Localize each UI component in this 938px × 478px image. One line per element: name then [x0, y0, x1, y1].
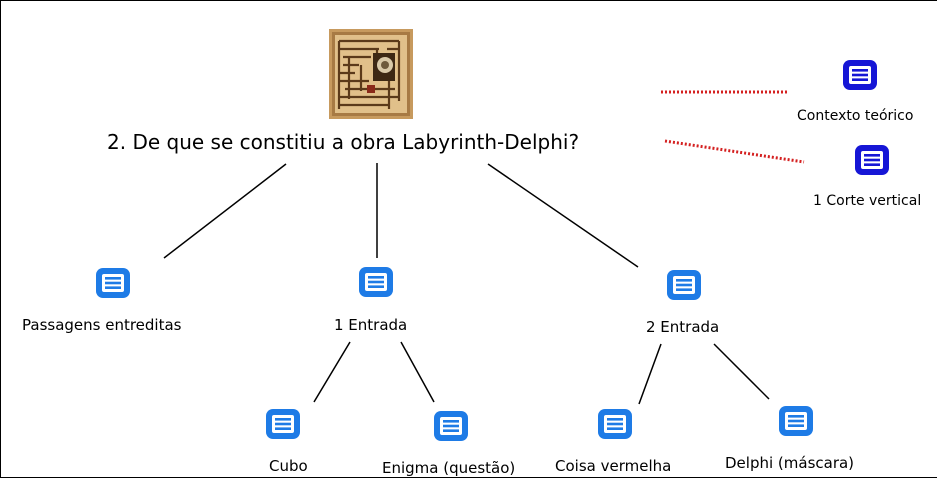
- note-icon[interactable]: [95, 267, 131, 299]
- note-icon[interactable]: [358, 266, 394, 298]
- note-icon[interactable]: [433, 410, 469, 442]
- node-label-coisa[interactable]: Coisa vermelha: [555, 457, 672, 475]
- note-icon[interactable]: [842, 59, 878, 91]
- node-label-corte[interactable]: 1 Corte vertical: [813, 193, 922, 209]
- node-label-contexto[interactable]: Contexto teórico: [797, 108, 914, 124]
- node-label-entrada2[interactable]: 2 Entrada: [646, 318, 720, 336]
- note-icon[interactable]: [666, 269, 702, 301]
- note-icon[interactable]: [597, 408, 633, 440]
- edge-entrada1-enigma: [400, 341, 435, 403]
- node-label-passagens[interactable]: Passagens entreditas: [22, 316, 182, 334]
- edge-root-entrada2: [487, 163, 639, 268]
- edge-entrada2-delphi: [713, 343, 770, 400]
- node-label-enigma[interactable]: Enigma (questão): [382, 459, 516, 477]
- node-label-delphi[interactable]: Delphi (máscara): [725, 454, 855, 472]
- root-topic-title[interactable]: 2. De que se constitiu a obra Labyrinth-…: [107, 130, 580, 154]
- edge-root-passagens: [163, 163, 287, 259]
- note-icon[interactable]: [854, 144, 890, 176]
- edge-entrada2-coisa: [638, 343, 662, 405]
- labyrinth-artwork-image: [329, 29, 413, 119]
- dotted-link-corte[interactable]: [664, 139, 805, 164]
- node-label-entrada1[interactable]: 1 Entrada: [334, 316, 408, 334]
- note-icon[interactable]: [265, 408, 301, 440]
- node-label-cubo[interactable]: Cubo: [269, 457, 308, 475]
- note-icon[interactable]: [778, 405, 814, 437]
- edge-entrada1-cubo: [313, 341, 351, 403]
